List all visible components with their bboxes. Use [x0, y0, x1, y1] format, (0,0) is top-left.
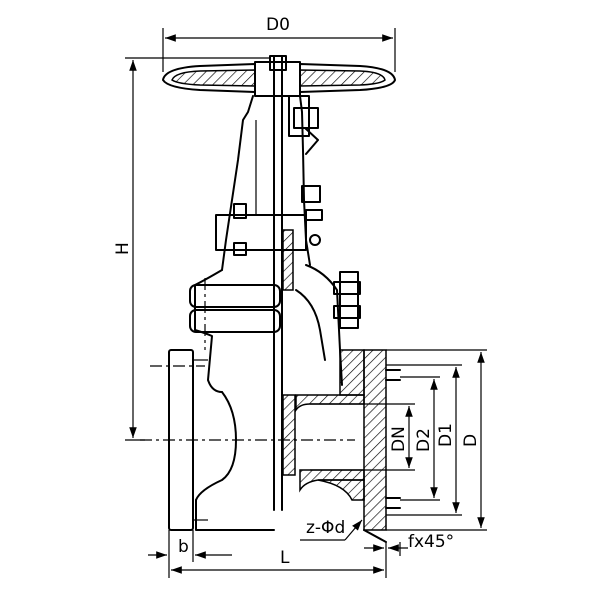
- label-d1: D1: [436, 423, 456, 447]
- label-d: D: [461, 434, 481, 447]
- label-chamfer: fx45°: [408, 532, 454, 552]
- dimension-lines: [125, 28, 487, 578]
- label-dn: DN: [389, 426, 409, 452]
- handwheel: [162, 55, 396, 97]
- valve-body: [189, 264, 361, 531]
- stem: [273, 55, 296, 511]
- label-h: H: [113, 242, 133, 255]
- center-lines: [140, 278, 355, 441]
- label-d0: D0: [266, 15, 290, 35]
- yoke: [215, 95, 323, 271]
- label-d2: D2: [414, 428, 434, 452]
- right-flange: [295, 349, 401, 543]
- label-z-phi-d: z-Φd: [306, 518, 345, 538]
- dimension-labels: D0 H DN D2 D1 D z-Φd b L fx45°: [113, 15, 481, 568]
- label-l: L: [280, 548, 290, 568]
- label-b: b: [178, 537, 189, 557]
